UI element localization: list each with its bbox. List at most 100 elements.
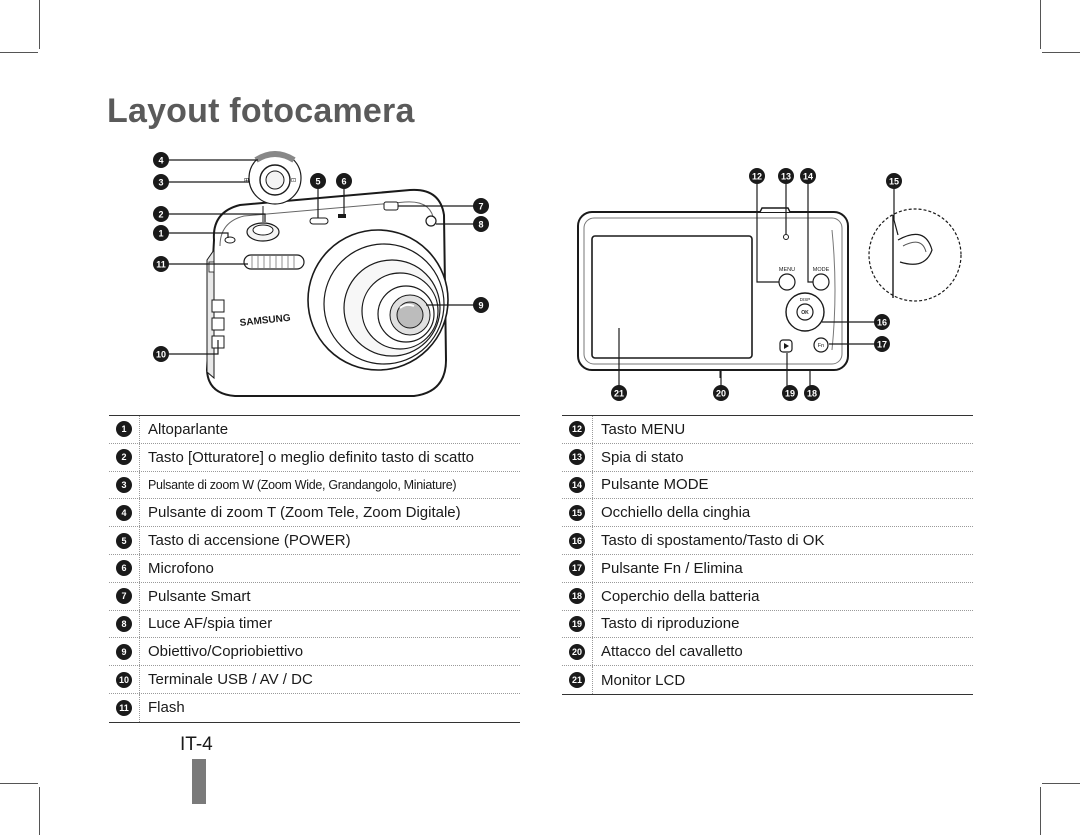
legend-number: 17	[569, 560, 585, 577]
callout-badge-10: 10	[153, 346, 169, 362]
callout-badge-5: 5	[310, 173, 326, 189]
legend-number: 12	[569, 421, 585, 438]
svg-text:15: 15	[889, 177, 899, 187]
legend-text: Occhiello della cinghia	[601, 504, 751, 522]
page-number: IT-4	[180, 734, 213, 755]
svg-text:9: 9	[478, 301, 483, 311]
svg-text:5: 5	[315, 177, 320, 187]
callout-badge-21: 21	[611, 385, 627, 401]
camera-front-illustration: SAMSUNG ⊞ ⊡ 4 3 2 1 11 10 5 6 7 8 9	[153, 151, 489, 397]
svg-text:13: 13	[781, 172, 791, 182]
callout-badge-4: 4	[153, 152, 169, 168]
legend-text: Monitor LCD	[601, 671, 686, 689]
legend-row: 14 Pulsante MODE	[562, 471, 973, 500]
crop-mark	[0, 783, 38, 784]
callout-badge-6: 6	[336, 173, 352, 189]
legend-number: 9	[116, 643, 132, 660]
svg-text:12: 12	[752, 172, 762, 182]
callout-badge-20: 20	[713, 385, 729, 401]
crop-mark	[1042, 783, 1080, 784]
legend-number: 18	[569, 588, 585, 605]
svg-text:8: 8	[478, 220, 483, 230]
callout-badge-2: 2	[153, 206, 169, 222]
svg-text:10: 10	[156, 350, 166, 360]
legend-row: 1 Altoparlante	[109, 416, 520, 444]
legend-text: Flash	[148, 699, 185, 717]
legend-text: Pulsante di zoom W (Zoom Wide, Grandango…	[148, 477, 457, 492]
legend-text: Altoparlante	[148, 420, 229, 438]
legend-number: 10	[116, 671, 132, 688]
callout-badge-3: 3	[153, 174, 169, 190]
callout-badge-7: 7	[473, 198, 489, 214]
svg-text:11: 11	[156, 260, 166, 270]
ok-label: OK	[801, 310, 809, 316]
callout-badge-8: 8	[473, 216, 489, 232]
svg-text:⊡: ⊡	[291, 177, 296, 184]
disp-label: DISP	[800, 297, 811, 302]
crop-mark	[1042, 52, 1080, 53]
legend-table-left: 1 Altoparlante 2 Tasto [Otturatore] o megl…	[109, 415, 520, 723]
callout-badge-12: 12	[749, 168, 765, 184]
legend-text: Tasto di accensione (POWER)	[148, 532, 351, 550]
svg-text:17: 17	[877, 340, 887, 350]
legend-number: 2	[116, 449, 132, 466]
callout-badge-11: 11	[153, 256, 169, 272]
legend-row: 11 Flash	[109, 693, 520, 722]
page-title: Layout fotocamera	[107, 92, 415, 130]
svg-text:2: 2	[158, 210, 163, 220]
legend-text: Tasto di spostamento/Tasto di OK	[601, 532, 825, 550]
callout-badge-14: 14	[800, 168, 816, 184]
legend-number: 4	[116, 504, 132, 521]
section-tab-marker	[192, 759, 206, 804]
crop-mark	[39, 787, 40, 835]
legend-number: 19	[569, 615, 585, 632]
legend-row: 19 Tasto di riproduzione	[562, 610, 973, 639]
fn-label: Fn	[818, 343, 824, 349]
callout-badge-1: 1	[153, 225, 169, 241]
svg-text:1: 1	[158, 229, 163, 239]
legend-number: 16	[569, 532, 585, 549]
svg-text:3: 3	[158, 178, 163, 188]
legend-text: Terminale USB / AV / DC	[148, 671, 313, 689]
callout-badge-9: 9	[473, 297, 489, 313]
legend-row: 16 Tasto di spostamento/Tasto di OK	[562, 527, 973, 555]
crop-mark	[1040, 0, 1041, 49]
legend-text: Tasto [Otturatore] o meglio definito tas…	[148, 448, 475, 466]
svg-text:6: 6	[341, 177, 346, 187]
svg-text:21: 21	[614, 389, 624, 399]
brand-logo: SAMSUNG	[239, 313, 291, 329]
legend-number: 8	[116, 615, 132, 632]
legend-number: 15	[569, 504, 585, 521]
legend-text: Obiettivo/Copriobiettivo	[148, 643, 304, 661]
legend-text: Attacco del cavalletto	[601, 643, 743, 661]
callout-badge-15: 15	[886, 173, 902, 189]
crop-mark	[0, 52, 38, 53]
mode-label: MODE	[813, 267, 830, 273]
legend-number: 11	[116, 699, 132, 716]
menu-label: MENU	[779, 267, 795, 273]
legend-number: 1	[116, 421, 132, 438]
legend-text: Spia di stato	[601, 448, 684, 466]
legend-number: 14	[569, 476, 585, 493]
legend-text: Tasto di riproduzione	[601, 615, 740, 633]
svg-text:20: 20	[716, 389, 726, 399]
callout-badge-19: 19	[782, 385, 798, 401]
legend-row: 3 Pulsante di zoom W (Zoom Wide, Grandang…	[109, 471, 520, 500]
legend-number: 3	[116, 476, 132, 493]
legend-number: 7	[116, 588, 132, 605]
legend-row: 9 Obiettivo/Copriobiettivo	[109, 638, 520, 667]
callout-badge-13: 13	[778, 168, 794, 184]
legend-text: Pulsante MODE	[601, 476, 709, 494]
svg-text:14: 14	[803, 172, 813, 182]
callout-badge-17: 17	[874, 336, 890, 352]
svg-text:16: 16	[877, 318, 887, 328]
crop-mark	[39, 0, 40, 49]
crop-mark	[1040, 787, 1041, 835]
svg-text:⊞: ⊞	[244, 177, 249, 184]
